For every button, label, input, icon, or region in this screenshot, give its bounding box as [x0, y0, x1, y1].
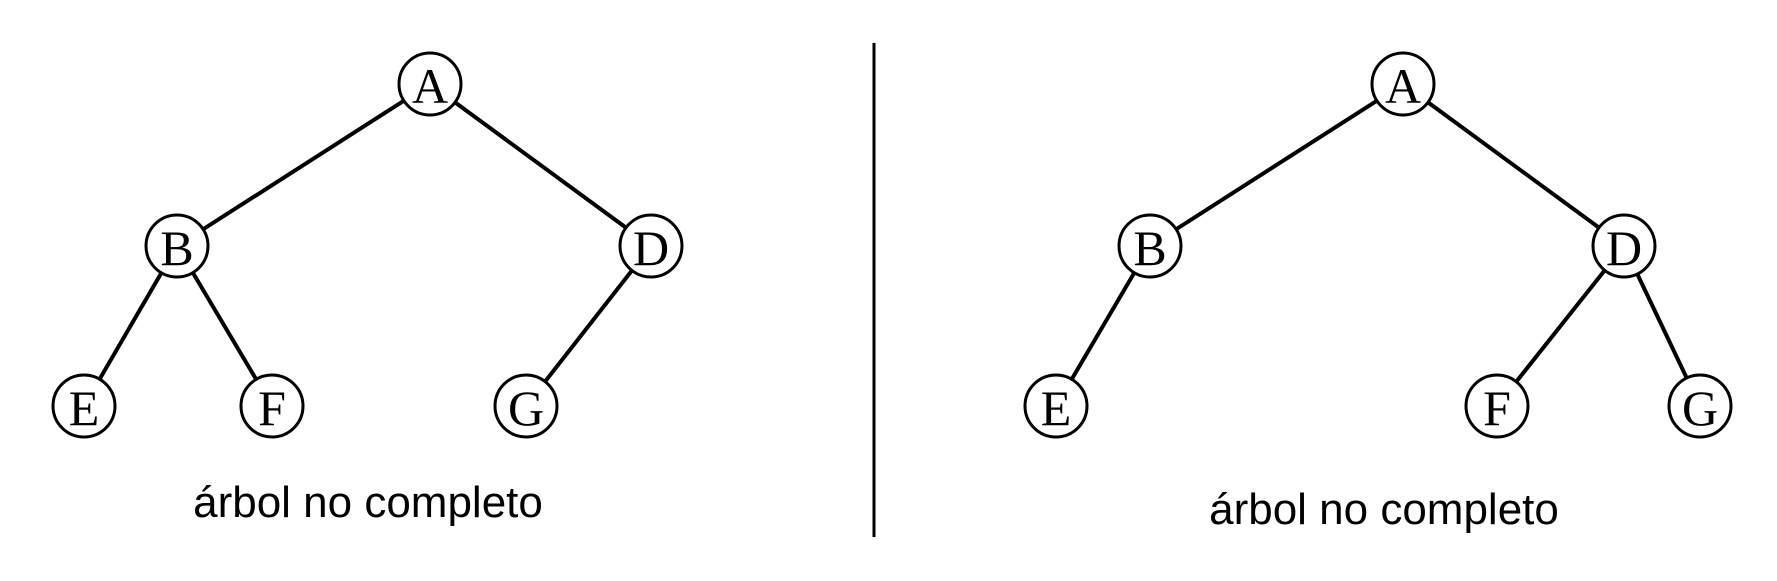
left-edge-a-d: [428, 82, 653, 248]
left-edge-a-b: [175, 82, 432, 248]
left-node-e: E: [51, 373, 117, 439]
right-node-g: G: [1667, 373, 1733, 439]
node-circle: [1464, 373, 1530, 439]
node-label: F: [258, 380, 286, 436]
node-circle: [239, 373, 305, 439]
node-label: D: [1606, 220, 1642, 276]
left-edge-d-g: [524, 244, 653, 408]
left-tree-nodes: A B D E F G: [51, 51, 684, 439]
right-node-a: A: [1370, 51, 1436, 117]
right-edge-a-b: [1148, 82, 1405, 248]
node-label: G: [508, 380, 544, 436]
left-tree-panel: A B D E F G árbol no completo: [51, 51, 684, 527]
node-circle: [144, 213, 210, 279]
right-edge-a-d: [1401, 82, 1626, 248]
left-node-f: F: [239, 373, 305, 439]
right-node-b: B: [1117, 213, 1183, 279]
right-node-e: E: [1023, 373, 1089, 439]
node-label: B: [160, 220, 193, 276]
left-tree-caption: árbol no completo: [193, 478, 543, 527]
node-circle: [1023, 373, 1089, 439]
left-node-g: G: [493, 373, 559, 439]
node-circle: [397, 51, 463, 117]
left-node-d: D: [618, 213, 684, 279]
left-node-a: A: [397, 51, 463, 117]
node-circle: [618, 213, 684, 279]
node-label: G: [1682, 380, 1718, 436]
right-tree-nodes: A B D E F G: [1023, 51, 1733, 439]
right-node-f: F: [1464, 373, 1530, 439]
node-circle: [1370, 51, 1436, 117]
right-edge-d-f: [1495, 244, 1626, 408]
right-node-d: D: [1591, 213, 1657, 279]
left-node-b: B: [144, 213, 210, 279]
node-label: A: [412, 58, 448, 114]
node-circle: [51, 373, 117, 439]
node-label: F: [1483, 380, 1511, 436]
right-tree-caption: árbol no completo: [1209, 485, 1559, 534]
node-label: E: [69, 380, 100, 436]
node-circle: [1667, 373, 1733, 439]
node-circle: [1591, 213, 1657, 279]
node-circle: [493, 373, 559, 439]
right-tree-panel: A B D E F G árbol no completo: [1023, 51, 1733, 534]
node-label: D: [633, 220, 669, 276]
node-label: E: [1041, 380, 1072, 436]
node-label: B: [1133, 220, 1166, 276]
node-circle: [1117, 213, 1183, 279]
node-label: A: [1385, 58, 1421, 114]
